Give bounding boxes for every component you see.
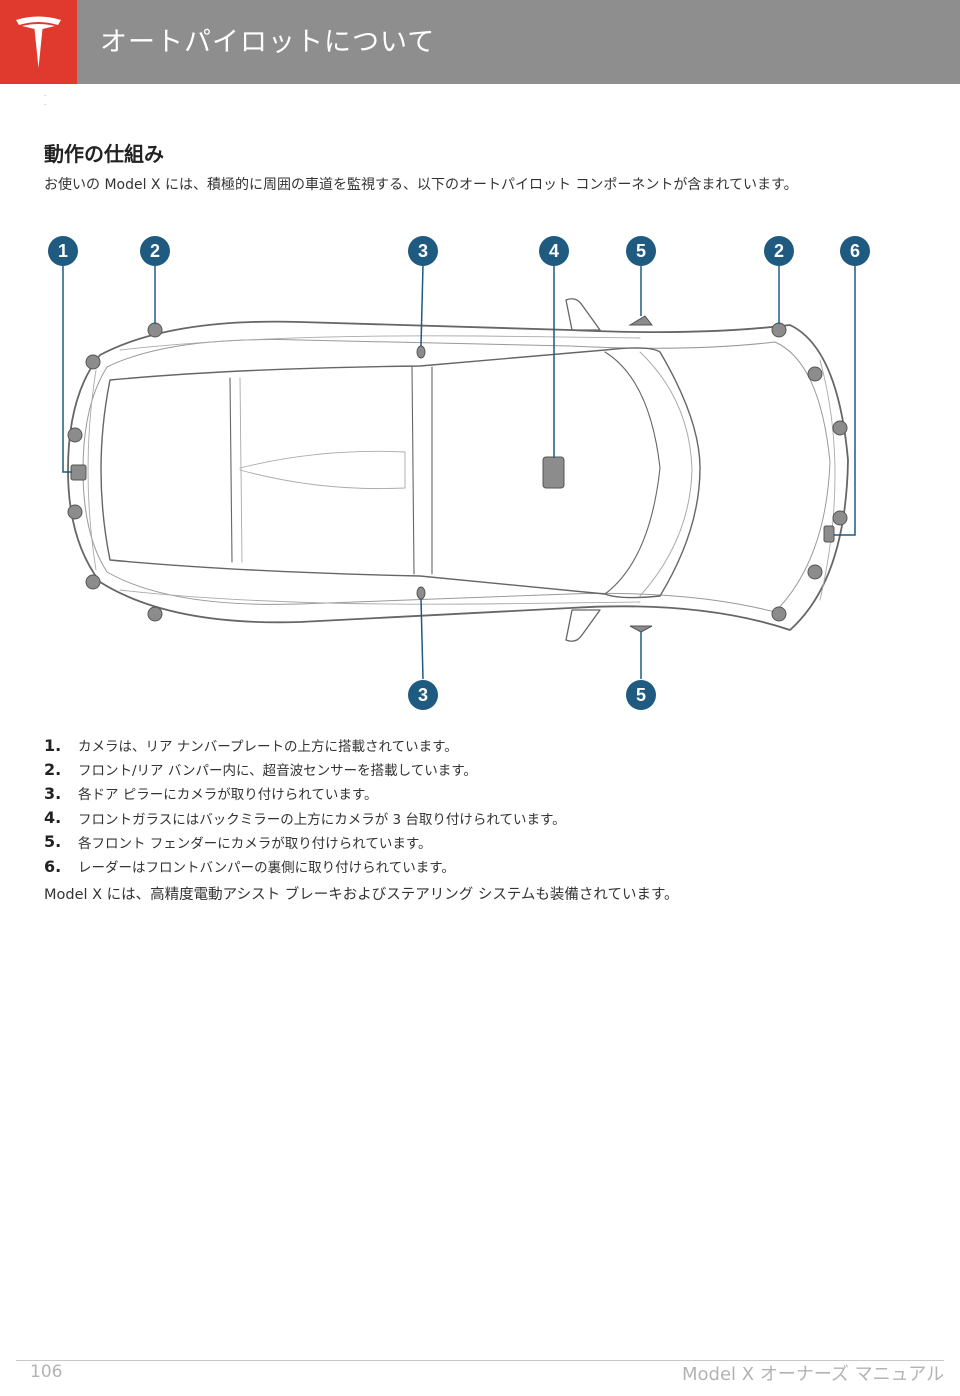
callout-label: 2 bbox=[150, 241, 160, 261]
closing-text: Model X には、高精度電動アシスト ブレーキおよびステアリング システムも… bbox=[44, 887, 679, 903]
callout-4 bbox=[539, 236, 569, 266]
page-number: 106 bbox=[30, 1362, 63, 1382]
tesla-logo-icon bbox=[16, 16, 61, 68]
component-list: 1. カメラは、リア ナンバープレートの上方に搭載されています。 2. フロント/リ… bbox=[44, 733, 566, 878]
intro-text: お使いの Model X には、積極的に周囲の車道を監視する、以下のオートパイロ… bbox=[44, 177, 798, 193]
callout-label: 2 bbox=[774, 241, 784, 261]
footer-title: Model X オーナーズ マニュアル bbox=[682, 1364, 945, 1385]
callout-5-top bbox=[626, 236, 656, 266]
page-title: オートパイロットについて bbox=[100, 27, 436, 58]
list-number: 5. bbox=[44, 832, 62, 852]
callout-3-top bbox=[408, 236, 438, 266]
callout-label: 3 bbox=[418, 241, 428, 261]
list-text: カメラは、リア ナンバープレートの上方に搭載されています。 bbox=[78, 739, 458, 756]
callout-2-rear bbox=[140, 236, 170, 266]
list-item: 2. フロント/リア バンパー内に、超音波センサーを搭載しています。 bbox=[44, 757, 566, 781]
list-number: 6. bbox=[44, 856, 62, 876]
list-item: 4. フロントガラスにはバックミラーの上方にカメラが 3 台取り付けられています。 bbox=[44, 806, 566, 830]
list-text: 各フロント フェンダーにカメラが取り付けられています。 bbox=[78, 835, 432, 852]
footer-divider bbox=[16, 1360, 944, 1361]
list-text: 各ドア ピラーにカメラが取り付けられています。 bbox=[78, 787, 378, 804]
list-number: 4. bbox=[44, 808, 62, 828]
list-number: 3. bbox=[44, 783, 62, 803]
list-item: 3. 各ドア ピラーにカメラが取り付けられています。 bbox=[44, 781, 566, 805]
callout-3-bottom bbox=[408, 680, 438, 710]
callout-2-front bbox=[764, 236, 794, 266]
page-header: オートパイロットについて bbox=[0, 0, 960, 84]
list-item: 5. 各フロント フェンダーにカメラが取り付けられています。 bbox=[44, 830, 566, 854]
sensor-diagram: 1 2 3 4 5 2 6 3 5 bbox=[48, 236, 870, 710]
page-marker: ·· bbox=[44, 92, 47, 109]
callout-label: 6 bbox=[850, 241, 860, 261]
list-number: 1. bbox=[44, 735, 62, 755]
callout-label: 1 bbox=[58, 241, 68, 261]
callout-label: 5 bbox=[636, 241, 646, 261]
section-title: 動作の仕組み bbox=[44, 142, 164, 166]
list-item: 1. カメラは、リア ナンバープレートの上方に搭載されています。 bbox=[44, 733, 566, 757]
list-item: 6. レーダーはフロントバンパーの裏側に取り付けられています。 bbox=[44, 854, 566, 878]
list-text: フロント/リア バンパー内に、超音波センサーを搭載しています。 bbox=[78, 763, 477, 780]
callout-label: 4 bbox=[549, 241, 559, 261]
callout-label: 5 bbox=[636, 685, 646, 705]
list-text: レーダーはフロントバンパーの裏側に取り付けられています。 bbox=[78, 860, 455, 877]
callout-1-top bbox=[48, 236, 78, 266]
list-text: フロントガラスにはバックミラーの上方にカメラが 3 台取り付けられています。 bbox=[78, 811, 566, 828]
callout-6 bbox=[840, 236, 870, 266]
list-number: 2. bbox=[44, 759, 62, 779]
brand-logo bbox=[0, 0, 77, 84]
callout-label: 3 bbox=[418, 685, 428, 705]
callout-5-bottom bbox=[626, 680, 656, 710]
